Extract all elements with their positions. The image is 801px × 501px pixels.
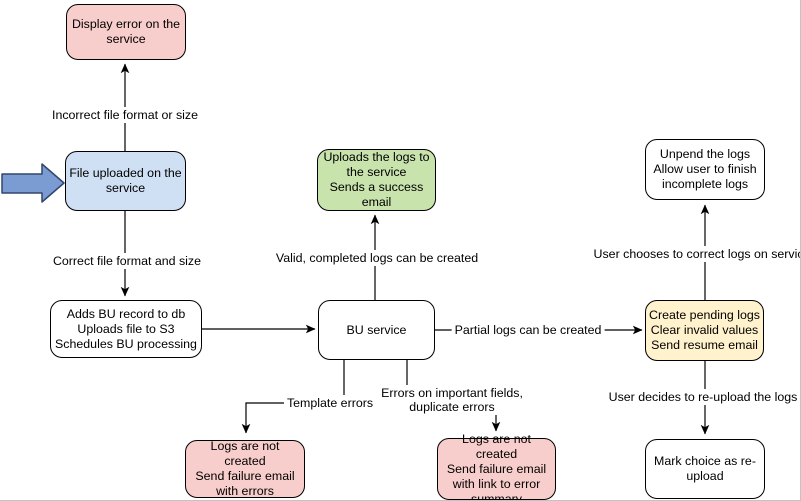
node-logs-not-created-summary: Logs are not created Send failure email … xyxy=(437,432,556,500)
node-adds-bu-record: Adds BU record to db Uploads file to S3 … xyxy=(50,300,202,358)
node-logs-not-created-errors: Logs are not created Send failure email … xyxy=(185,439,305,498)
edge-label-user-decides-reupload: User decides to re-upload the logs xyxy=(605,389,800,405)
node-create-pending-logs: Create pending logs Clear invalid values… xyxy=(645,300,764,361)
edge-label-template-errors: Template errors xyxy=(283,395,377,411)
node-file-uploaded: File uploaded on the service xyxy=(65,151,186,211)
edge-label-important-field-errors: Errors on important fields, duplicate er… xyxy=(378,385,526,415)
entry-arrow-icon xyxy=(1,163,65,203)
node-unpend-logs: Unpend the logs Allow user to finish inc… xyxy=(645,139,765,200)
edge-label-incorrect-file: Incorrect file format or size xyxy=(49,107,201,123)
edge-label-correct-file: Correct file format and size xyxy=(49,253,205,269)
edge-label-partial-logs: Partial logs can be created xyxy=(451,322,605,338)
node-bu-service: BU service xyxy=(318,300,435,360)
edge-label-user-chooses-correct: User chooses to correct logs on service xyxy=(590,246,800,262)
edge-label-valid-logs: Valid, completed logs can be created xyxy=(272,250,482,266)
node-uploads-logs-success: Uploads the logs to the service Sends a … xyxy=(317,149,436,211)
node-display-error: Display error on the service xyxy=(66,4,186,60)
node-mark-choice-reupload: Mark choice as re- upload xyxy=(645,439,765,499)
